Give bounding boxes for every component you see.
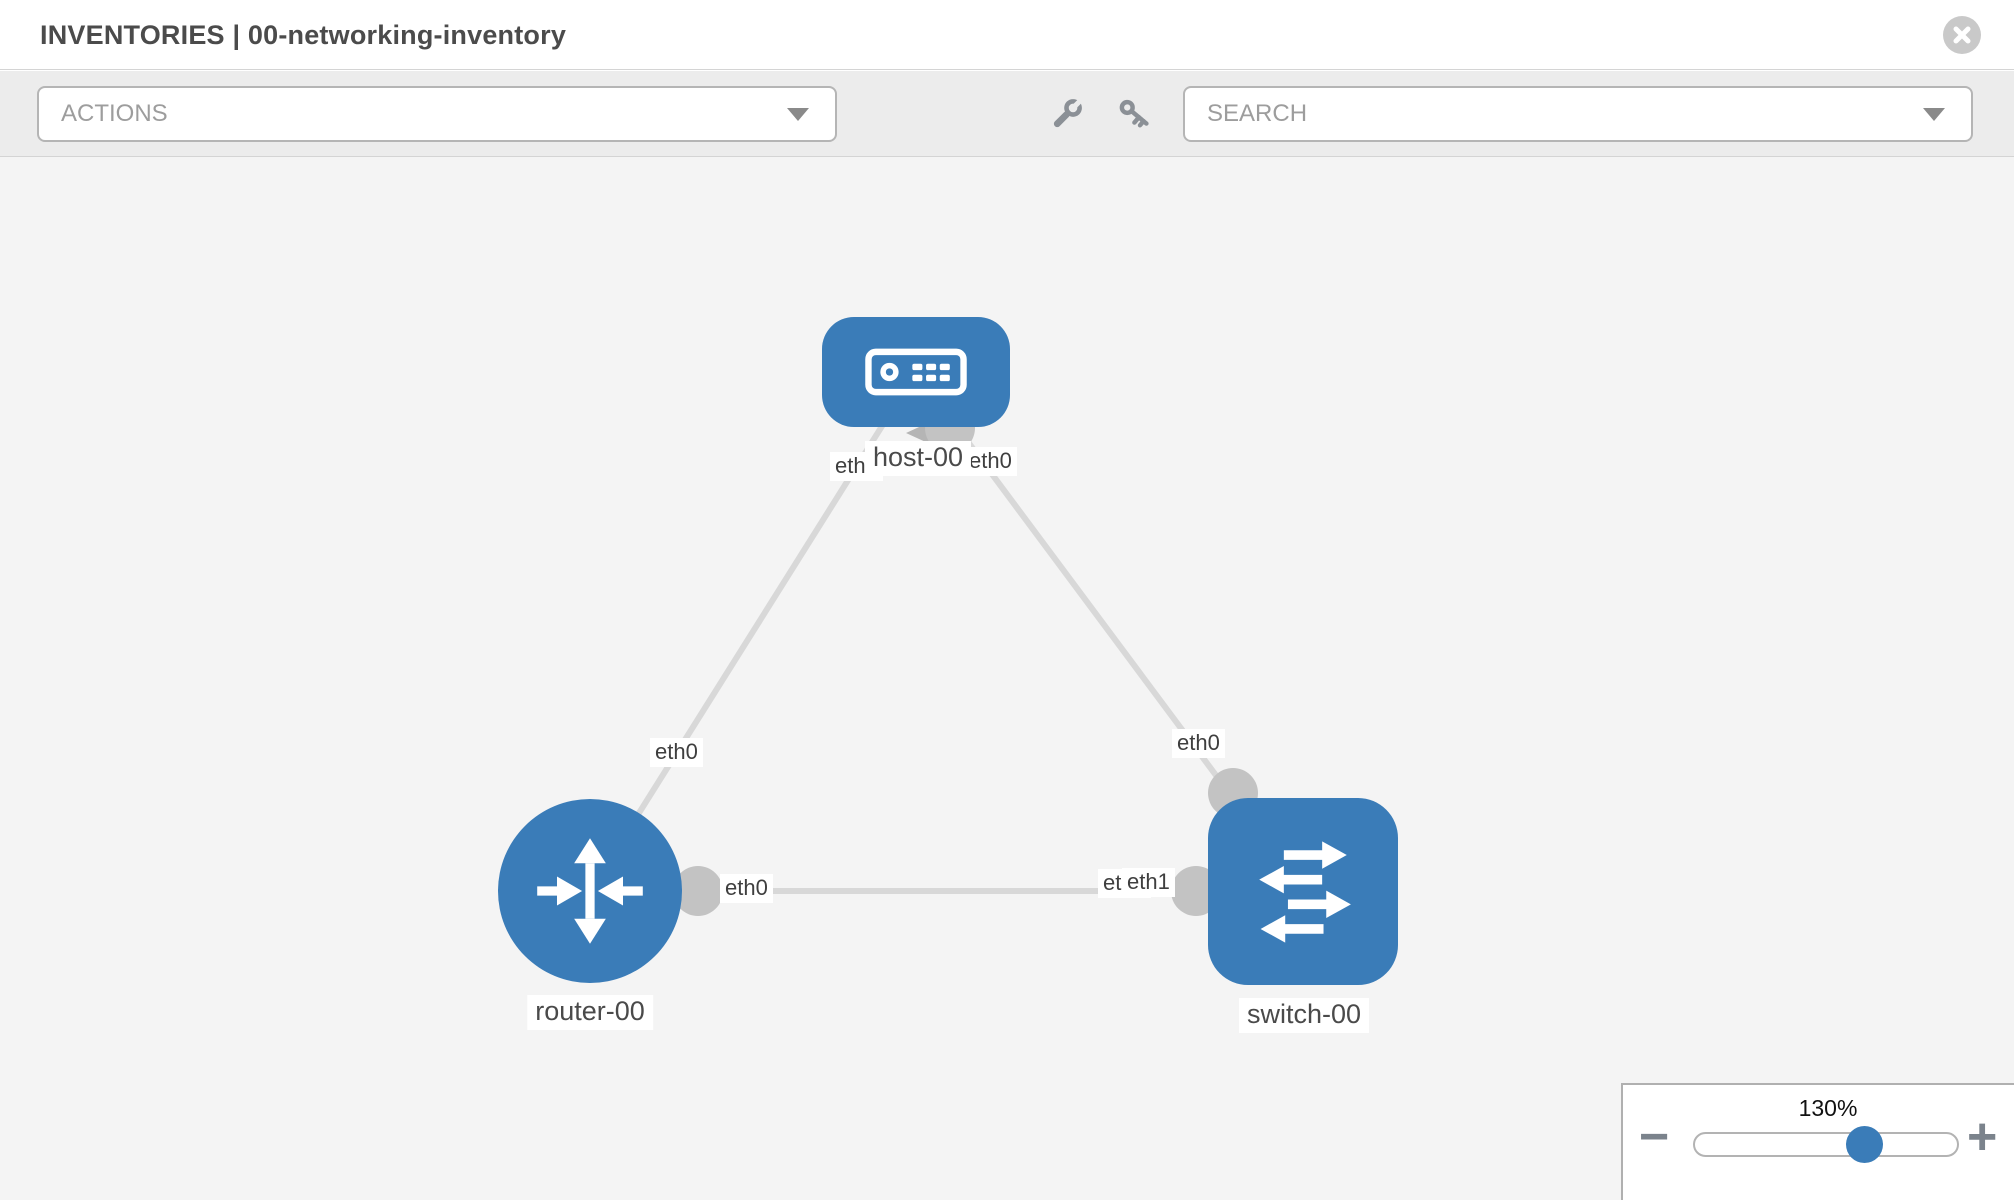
- port-label-switch-eth1: eth1: [1122, 868, 1175, 897]
- zoom-in-button[interactable]: +: [1967, 1108, 1998, 1166]
- node-label-router: router-00: [527, 995, 653, 1030]
- node-switch-00[interactable]: [1208, 798, 1398, 985]
- zoom-slider-handle[interactable]: [1846, 1126, 1883, 1163]
- key-icon: [1119, 99, 1149, 128]
- wrench-icon: [1053, 98, 1083, 128]
- title-bar: INVENTORIES | 00-networking-inventory: [0, 0, 2014, 70]
- node-host-00[interactable]: [822, 317, 1010, 427]
- host-icon: [865, 348, 967, 396]
- close-button[interactable]: [1943, 16, 1981, 54]
- chevron-down-icon: [787, 107, 809, 121]
- port-label-switch-eth0: eth0: [1172, 729, 1225, 758]
- actions-dropdown-label: ACTIONS: [61, 100, 168, 127]
- key-manage-button[interactable]: [1037, 84, 1097, 144]
- close-icon: [1953, 26, 1971, 44]
- zoom-out-button[interactable]: −: [1639, 1108, 1670, 1166]
- links-layer: [587, 370, 1305, 916]
- interface-port-router-eth0: [673, 866, 723, 916]
- zoom-control-panel: 130% − +: [1621, 1083, 2014, 1200]
- port-label-router-eth0-a: eth0: [650, 738, 703, 767]
- zoom-slider-track[interactable]: [1693, 1132, 1959, 1157]
- zoom-percentage: 130%: [1798, 1095, 1858, 1121]
- node-label-switch: switch-00: [1238, 998, 1370, 1033]
- toolbar: ACTIONS: [0, 71, 2014, 157]
- search-combobox[interactable]: [1183, 86, 1973, 142]
- port-label-router-eth0-b: eth0: [720, 874, 773, 903]
- search-input[interactable]: [1185, 100, 1923, 128]
- switch-icon: [1259, 840, 1351, 943]
- node-router-00[interactable]: [498, 799, 682, 983]
- actions-dropdown[interactable]: ACTIONS: [37, 86, 837, 142]
- router-icon: [537, 838, 643, 944]
- chevron-down-icon: [1923, 107, 1945, 121]
- ssh-key-button[interactable]: [1105, 84, 1165, 144]
- link-arrowhead: [906, 422, 930, 444]
- node-label-host: host-00: [864, 441, 972, 476]
- port-label-host-eth0-b: eth0: [964, 447, 1017, 476]
- page-title: INVENTORIES | 00-networking-inventory: [40, 20, 567, 50]
- topology-canvas[interactable]: host-00 router-00 switch-00 eth0 eth0 et…: [0, 157, 2014, 1200]
